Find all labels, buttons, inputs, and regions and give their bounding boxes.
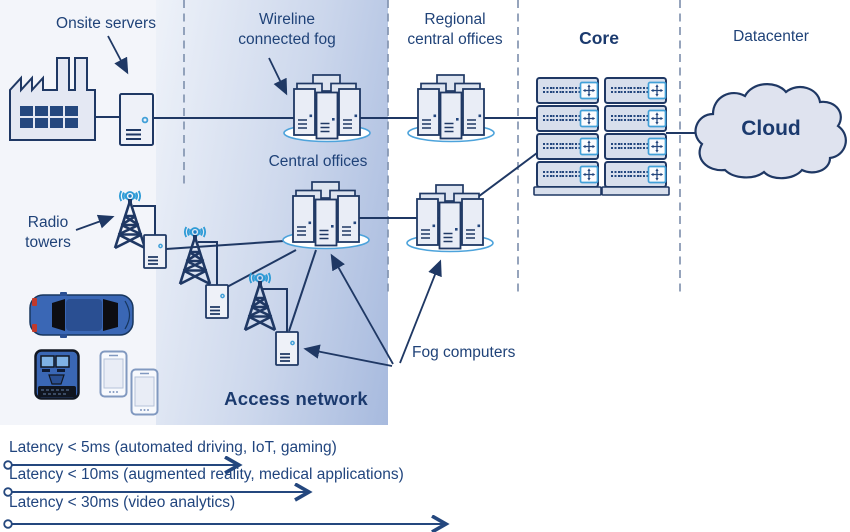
latency-30ms-label: Latency < 30ms (video analytics): [9, 494, 236, 511]
latency-10ms-label: Latency < 10ms (augmented reality, medic…: [9, 466, 404, 483]
radio-tower-icon-1: [113, 189, 147, 250]
central-office-cluster-lower: [282, 181, 370, 250]
label-radio-towers: Radio towers: [25, 214, 71, 251]
core-rack-group: [533, 78, 670, 196]
label-central-offices: Central offices: [268, 153, 368, 170]
central-office-cluster-upper: [283, 74, 371, 143]
regional-office-cluster-upper: [407, 74, 495, 143]
wireline-fog-arrow: [268, 57, 288, 96]
label-datacenter: Datacenter: [733, 28, 809, 45]
label-wireline-connected-fog: Wireline connected fog: [238, 11, 336, 48]
factory-icon: [9, 57, 96, 141]
fog-box-icon-1: [143, 234, 167, 269]
radio-tower-icon-2: [178, 225, 212, 286]
zone-divider-dashed-lines: [183, 0, 681, 292]
annotation-arrows: [75, 35, 442, 367]
smartphone-icon-1: [99, 350, 128, 398]
onsite-server-icon: [119, 93, 154, 146]
fog-computers-arrow-3: [399, 259, 442, 364]
fog-box-icon-3: [275, 331, 299, 366]
portable-device-icon: [34, 349, 80, 400]
label-onsite-servers: Onsite servers: [56, 15, 156, 32]
radio-towers-arrow: [75, 214, 115, 231]
onsite-servers-arrow: [107, 35, 129, 75]
latency-arrows: [3, 461, 445, 528]
fog-box-icon-2: [205, 284, 229, 319]
label-core: Core: [579, 28, 619, 48]
fog-computers-arrow-2: [330, 253, 394, 365]
radio-tower-icon-3: [243, 271, 277, 332]
smartphone-icon-2: [130, 368, 159, 416]
label-fog-computers: Fog computers: [412, 344, 516, 361]
fog-computers-arrow-1: [303, 344, 393, 367]
label-access-network: Access network: [224, 388, 368, 409]
cloud-icon: [694, 83, 847, 180]
latency-5ms-label: Latency < 5ms (automated driving, IoT, g…: [9, 439, 337, 456]
label-regional-central-offices: Regional central offices: [407, 11, 503, 48]
label-cloud: Cloud: [741, 117, 801, 140]
car-icon: [29, 292, 134, 338]
